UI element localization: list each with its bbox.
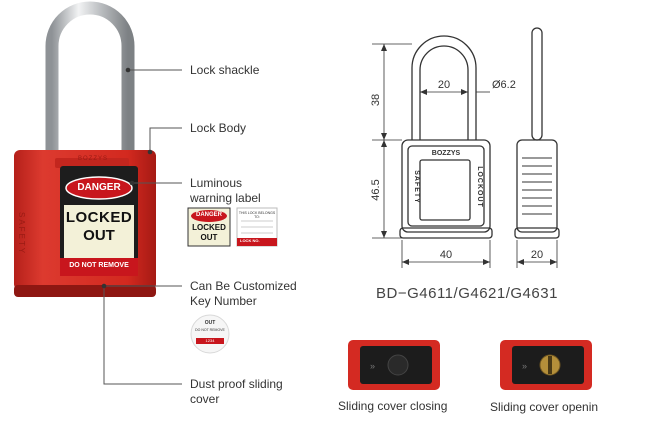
mini-danger-label <box>187 207 231 247</box>
mini-locked-text: LOCKED <box>192 223 226 232</box>
svg-text:»: » <box>370 361 375 371</box>
lock-shackle <box>45 1 135 152</box>
mini-tag-card <box>236 207 278 247</box>
lock-side-text: SAFETY <box>17 212 26 256</box>
key-disc-number: 1234 <box>205 338 215 343</box>
lock-danger-text: DANGER <box>77 182 121 193</box>
callout-lock-shackle: Lock shackle <box>190 63 260 77</box>
callout-cover-line2: cover <box>190 392 220 406</box>
mini-tag-header: THIS LOCK BELONGS TO: <box>238 211 276 219</box>
dim-shackle-width: 20 <box>438 79 450 91</box>
sliding-cover-closed-photo: » <box>348 340 440 390</box>
mini-tag-lock-no: LOCK NO. <box>240 238 260 243</box>
dim-shackle-height: 38 <box>370 94 382 106</box>
callout-key-line1: Can Be Customized <box>190 279 297 293</box>
sliding-cover-open-photo: » <box>500 340 592 390</box>
dim-shackle-diameter: Ø6.2 <box>492 79 516 91</box>
svg-text:»: » <box>522 361 527 371</box>
technical-drawing-side <box>514 27 560 239</box>
caption-cover-closing: Sliding cover closing <box>338 399 448 413</box>
lock-do-not-remove-text: DO NOT REMOVE <box>69 262 129 269</box>
lock-locked-text: LOCKED <box>65 209 133 226</box>
dim-body-height: 46.5 <box>370 179 382 200</box>
dimension-arrows <box>381 44 557 265</box>
key-disc-out: OUT <box>204 320 216 326</box>
callout-lock-body: Lock Body <box>190 121 247 135</box>
callout-luminous-line1: Luminous <box>190 176 243 190</box>
callout-cover-line1: Dust proof sliding <box>190 377 283 391</box>
mini-out-text: OUT <box>200 233 218 242</box>
model-number: BD−G4611/G4621/G4631 <box>376 285 558 302</box>
lock-out-text: OUT <box>83 227 115 244</box>
warning-label <box>60 166 138 276</box>
dim-side-width: 20 <box>531 249 543 261</box>
front-brand: BOZZYS <box>432 150 461 157</box>
front-right-text: LOCKOUT <box>476 166 483 208</box>
key-disc-do-not-remove: DO NOT REMOVE <box>195 328 225 332</box>
lock-brand-text: BOZZYS <box>78 156 109 162</box>
key-number-disc <box>190 314 230 354</box>
caption-cover-opening: Sliding cover openin <box>490 400 599 414</box>
callout-leaders <box>103 69 182 385</box>
callout-luminous-line2: warning label <box>190 191 261 205</box>
front-left-text: SAFETY <box>413 170 420 204</box>
mini-danger-text: DANGER <box>195 212 222 218</box>
dim-body-width: 40 <box>440 249 452 261</box>
technical-drawing-front <box>399 35 493 239</box>
callout-key-line2: Key Number <box>190 294 257 308</box>
dimension-lines <box>372 43 558 268</box>
